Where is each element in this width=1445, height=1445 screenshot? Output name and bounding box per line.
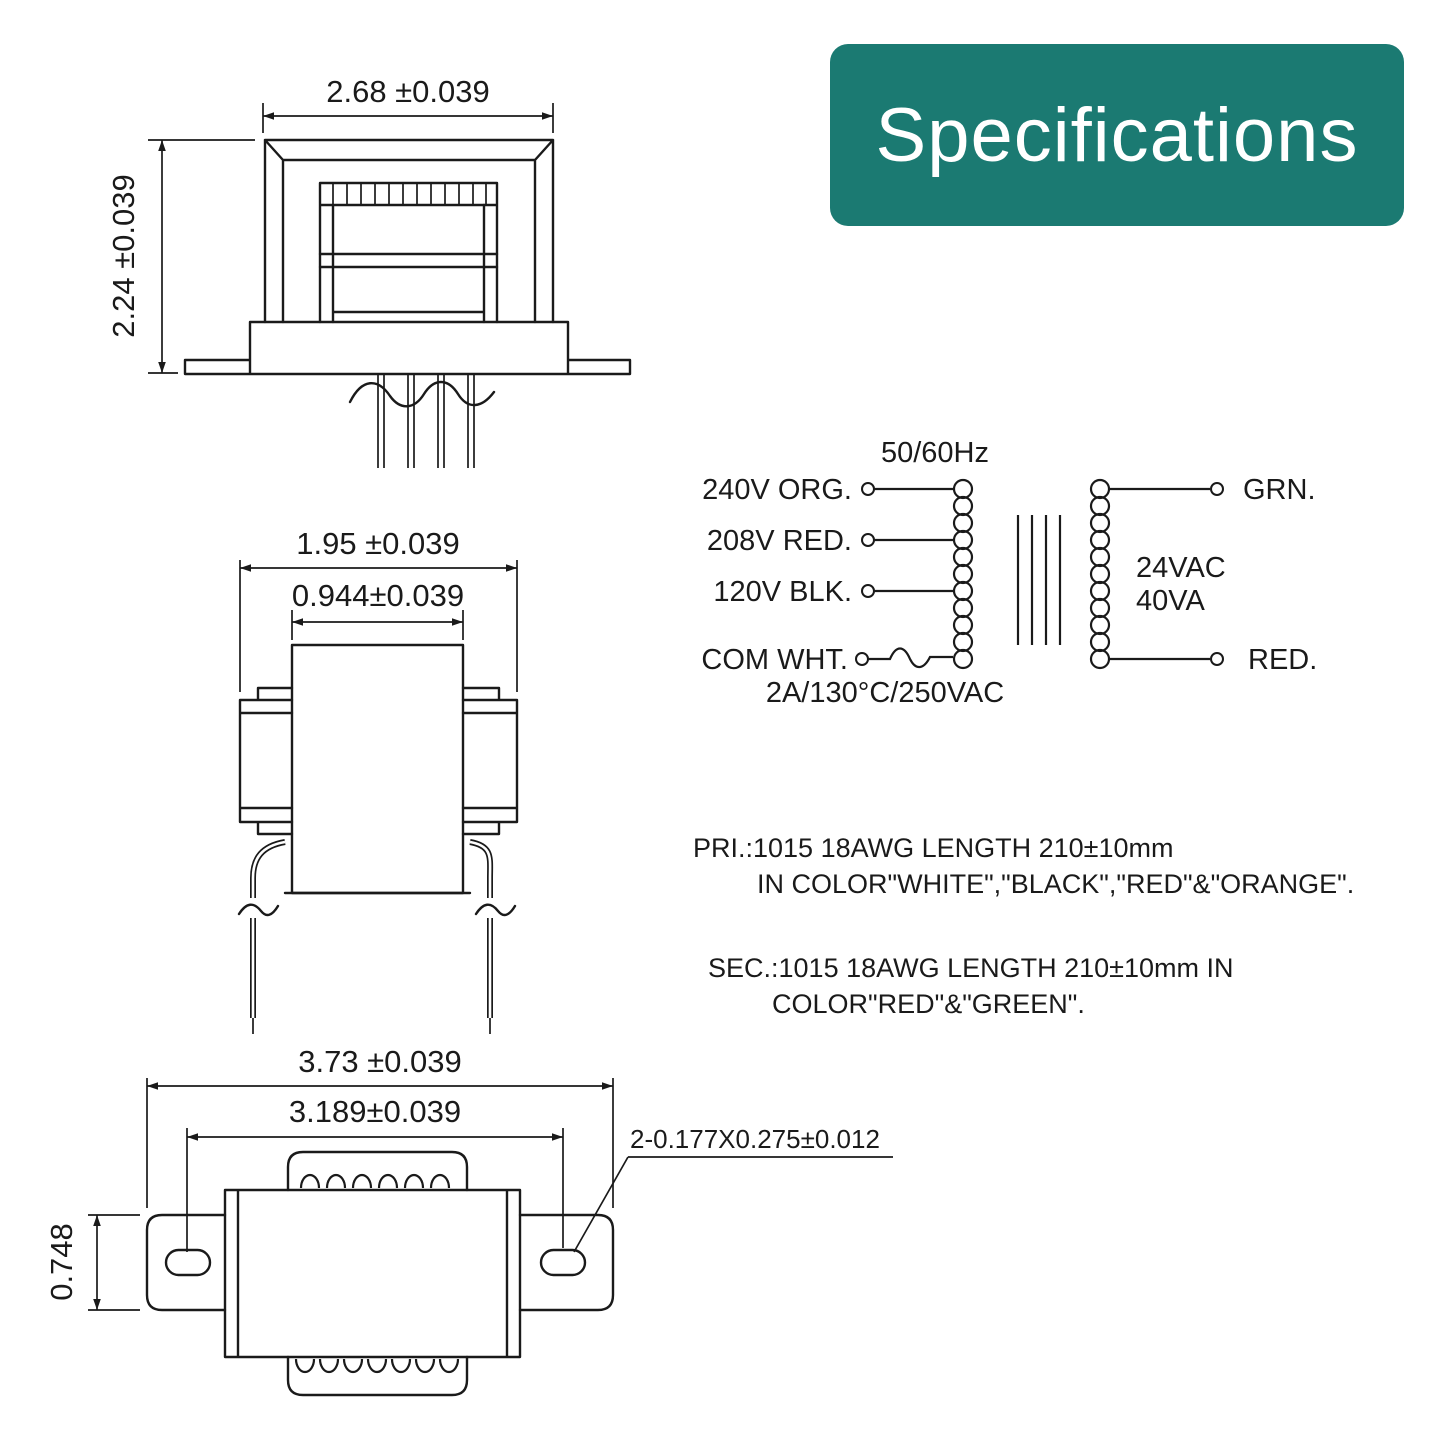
primary-tap-120v-label: 120V BLK.	[713, 576, 852, 608]
terminal-120v	[861, 584, 875, 598]
secondary-note-line1: SEC.:1015 18AWG LENGTH 210±10mm IN	[708, 953, 1234, 983]
primary-note-line1: PRI.:1015 18AWG LENGTH 210±10mm	[693, 833, 1174, 863]
front-width-dimension: 2.68 ±0.039	[326, 74, 490, 109]
secondary-grn-label: GRN.	[1243, 474, 1316, 506]
bottom-hole-spacing-dimension: 3.189±0.039	[289, 1094, 461, 1129]
core-lines	[1016, 515, 1062, 645]
secondary-coil	[1089, 478, 1111, 670]
secondary-red-label: RED.	[1248, 644, 1317, 676]
primary-tap-240v-label: 240V ORG.	[702, 474, 852, 506]
protection-rating-label: 2A/130°C/250VAC	[766, 677, 1004, 709]
terminal-red	[1210, 652, 1224, 666]
bottom-view-drawing: 3.73 ±0.039 3.189±0.039 0.748 2-0.177X0.…	[44, 1044, 893, 1397]
terminal-208v	[861, 533, 875, 547]
terminal-240v	[861, 482, 875, 496]
side-outer-width-dimension: 1.95 ±0.039	[296, 526, 460, 561]
side-view-drawing: 1.95 ±0.039 0.944±0.039	[237, 526, 519, 1034]
slot-size-label: 2-0.177X0.275±0.012	[630, 1124, 880, 1154]
bottom-flange-height-dimension: 0.748	[44, 1223, 79, 1301]
specifications-banner: Specifications	[830, 44, 1404, 226]
bottom-overall-width-dimension: 3.73 ±0.039	[298, 1044, 462, 1079]
wire-notes: PRI.:1015 18AWG LENGTH 210±10mm IN COLOR…	[693, 833, 1354, 1019]
secondary-note-line2: COLOR"RED"&"GREEN".	[772, 989, 1085, 1019]
side-bobbin-width-dimension: 0.944±0.039	[292, 578, 464, 613]
primary-note-line2: IN COLOR"WHITE","BLACK","RED"&"ORANGE".	[757, 869, 1354, 899]
output-va-label: 40VA	[1136, 585, 1205, 617]
front-view-drawing: 2.68 ±0.039 2.24 ±0.039	[106, 74, 632, 468]
front-height-dimension: 2.24 ±0.039	[106, 174, 141, 338]
terminal-com	[855, 652, 869, 666]
primary-coil	[952, 478, 974, 670]
primary-tap-208v-label: 208V RED.	[707, 525, 852, 557]
output-voltage-label: 24VAC	[1136, 552, 1226, 584]
frequency-label: 50/60Hz	[881, 437, 989, 469]
terminal-grn	[1210, 482, 1224, 496]
banner-title: Specifications	[875, 92, 1359, 178]
primary-tap-com-label: COM WHT.	[701, 644, 848, 676]
wiring-diagram: 50/60Hz 240V ORG. 208V RED. 120V BLK. CO…	[701, 437, 1317, 709]
